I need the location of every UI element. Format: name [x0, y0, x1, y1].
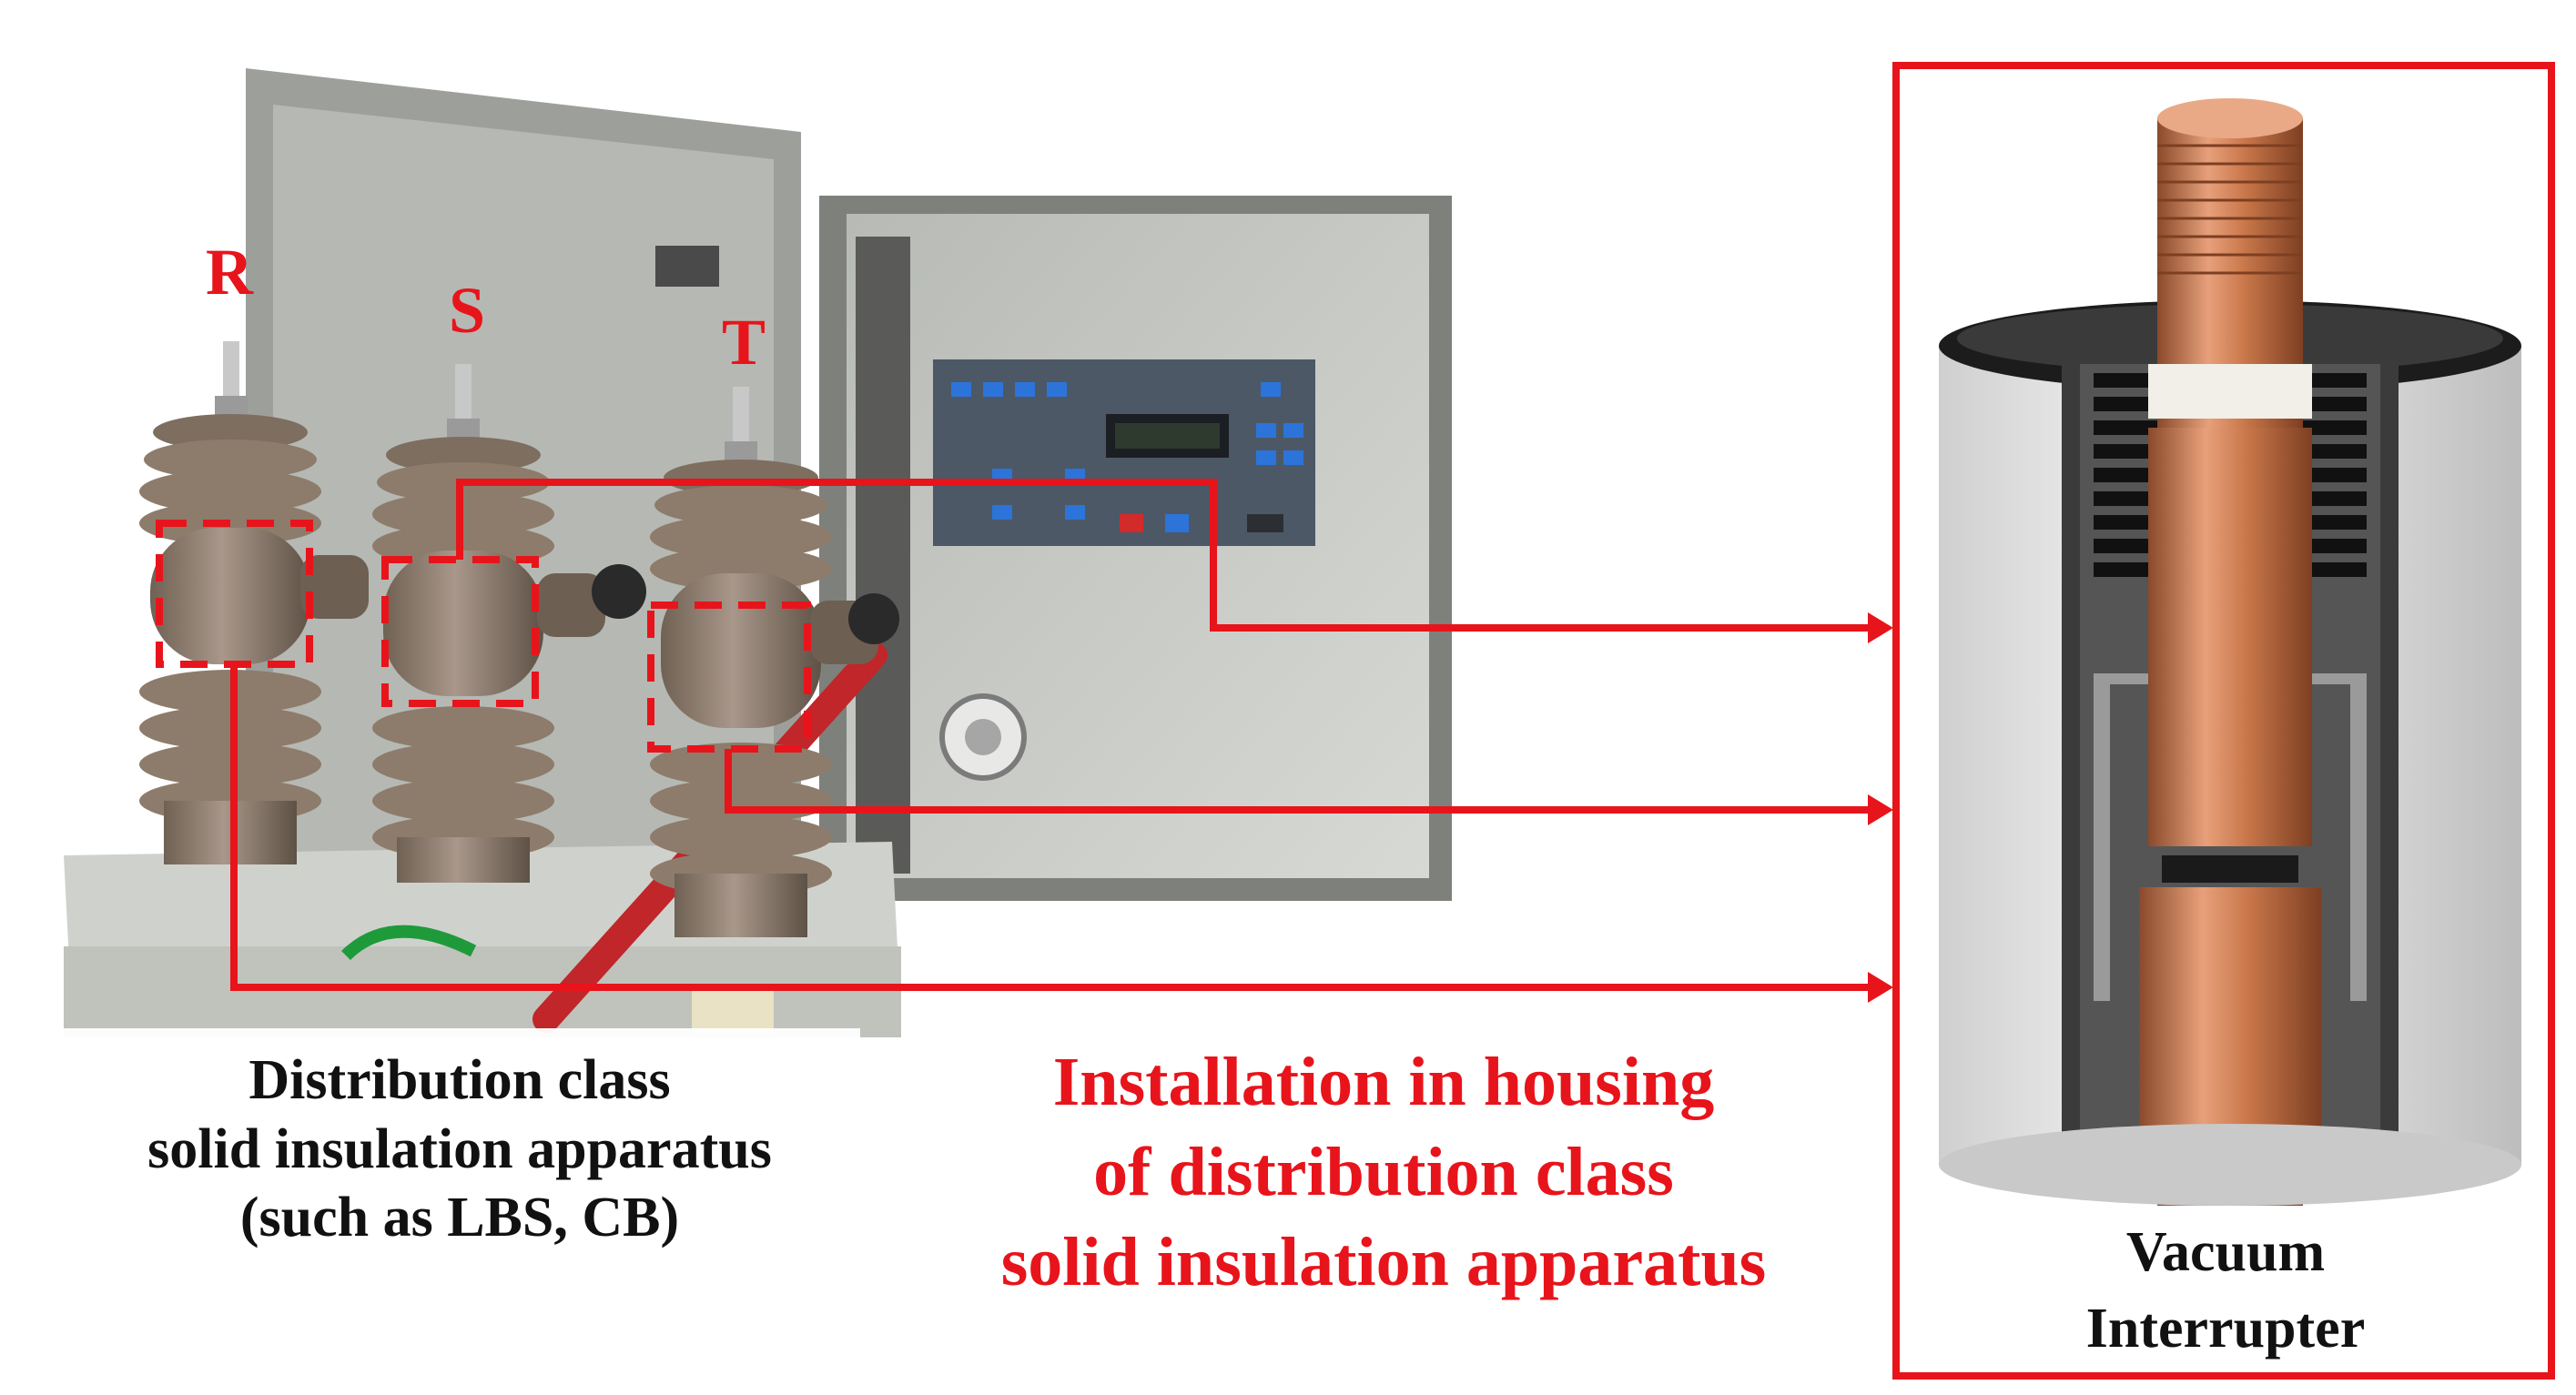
right-caption: Vacuum Interrupter: [1930, 1215, 2521, 1367]
left-caption-backdrop: [59, 1028, 860, 1283]
center-caption-line-1: Installation in housing: [1052, 1044, 1715, 1120]
arrowhead-r: [1868, 972, 1893, 1003]
connector-line-r: [230, 664, 1875, 991]
right-frame: [1892, 62, 2555, 1380]
arrowhead-t: [1868, 794, 1893, 825]
center-caption: Installation in housing of distribution …: [919, 1037, 1848, 1307]
left-caption: Distribution class solid insulation appa…: [64, 1046, 856, 1253]
left-caption-line-2: solid insulation apparatus: [147, 1117, 772, 1180]
bushing-t: [650, 387, 899, 937]
center-caption-line-2: of distribution class: [1093, 1133, 1674, 1210]
connector-line-s: [456, 479, 1875, 632]
highlight-box-t: [647, 601, 811, 753]
center-caption-line-3: solid insulation apparatus: [1000, 1223, 1767, 1300]
phase-label-t: T: [722, 306, 766, 379]
arrowhead-s: [1868, 612, 1893, 643]
vacuum-interrupter-image: [1939, 98, 2521, 1206]
left-caption-line-3: (such as LBS, CB): [239, 1187, 680, 1249]
left-caption-line-1: Distribution class: [248, 1049, 671, 1111]
highlight-box-s: [381, 556, 539, 707]
right-caption-line-1: Vacuum: [2125, 1221, 2326, 1283]
connector-line-t: [725, 749, 1875, 814]
phase-label-r: R: [206, 236, 253, 308]
right-caption-line-2: Interrupter: [2085, 1297, 2366, 1360]
bushing-r: [139, 341, 369, 864]
annotation-overlays: [156, 62, 2555, 1380]
phase-label-s: S: [449, 274, 486, 347]
switchgear-photo: [64, 68, 1452, 1037]
